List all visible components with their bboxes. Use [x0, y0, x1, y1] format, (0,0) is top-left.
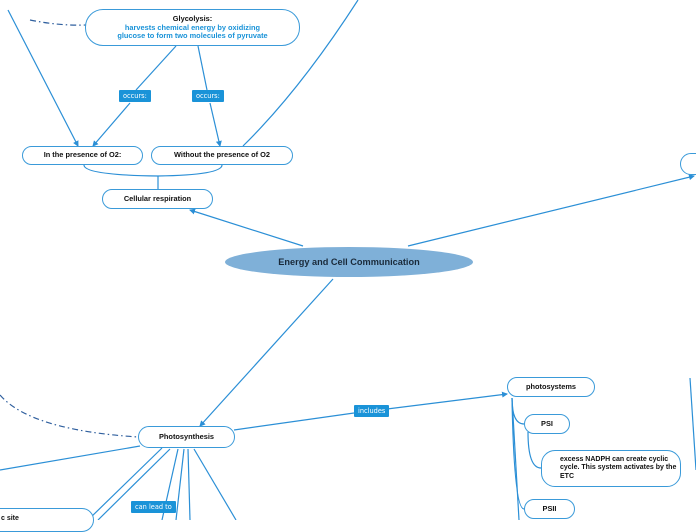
glycolysis-description: harvests chemical energy by oxidizing gl…: [117, 22, 268, 41]
connector-occurs-2-without-o2: [209, 102, 222, 147]
connector-photosynthesis-fan-2: [97, 448, 171, 520]
connector-photosynthesis-includes: [233, 412, 355, 431]
dashed-connector-photosynthesis: [0, 394, 139, 438]
nadph-note-node[interactable]: excess NADPH can create cyclic cycle. Th…: [541, 450, 681, 487]
glycolysis-node[interactable]: Glycolysis: harvests chemical energy by …: [85, 9, 300, 46]
connector-photosynthesis-fan-5: [187, 448, 191, 520]
connector-offscreen-to-with-o2: [7, 9, 79, 147]
connector-central-cellular-respiration: [189, 208, 304, 247]
with-o2-node[interactable]: In the presence of O2:: [22, 146, 143, 165]
connector-occurs-1-with-o2: [92, 102, 131, 147]
connector-photosystems-psii: [511, 397, 525, 510]
connector-without-o2-offscreen: [242, 0, 359, 147]
psii-node[interactable]: PSII: [524, 499, 575, 519]
left-partial-label: c site: [1, 515, 19, 522]
connector-photosystems-down: [511, 397, 520, 520]
psi-node[interactable]: PSI: [524, 414, 570, 434]
connector-photosynthesis-fan-6: [193, 448, 237, 520]
central-topic[interactable]: Energy and Cell Communication: [225, 247, 473, 277]
connector-glycolysis-occurs-1: [135, 45, 177, 91]
connector-photosynthesis-fan-4: [175, 448, 185, 520]
connector-glycolysis-occurs-2: [197, 45, 208, 91]
connector-central-photosynthesis: [199, 278, 334, 427]
connector-with-o2-join: [83, 164, 159, 177]
connector-photosynthesis-fan-1: [87, 447, 163, 520]
glycolysis-title: Glycolysis:: [172, 14, 213, 23]
cellular-respiration-node[interactable]: Cellular respiration: [102, 189, 213, 209]
photosystems-node[interactable]: photosystems: [507, 377, 595, 397]
without-o2-node[interactable]: Without the presence of O2: [151, 146, 293, 165]
photosynthesis-node[interactable]: Photosynthesis: [138, 426, 235, 448]
occurs-tag-1[interactable]: occurs:: [119, 90, 151, 102]
can-lead-to-tag[interactable]: can lead to: [131, 501, 176, 513]
left-partial-node[interactable]: c site: [0, 508, 94, 532]
connector-layer: [0, 0, 696, 520]
connector-photosynthesis-left: [0, 445, 141, 471]
connector-includes-photosystems: [386, 391, 508, 410]
connector-psi-nadph: [527, 431, 542, 469]
connector-central-right-node: [407, 174, 695, 247]
occurs-tag-2[interactable]: occurs:: [192, 90, 224, 102]
connector-without-o2-join: [157, 164, 223, 177]
right-edge-node[interactable]: [680, 153, 696, 175]
includes-tag[interactable]: includes: [354, 405, 390, 417]
dashed-connector-glycolysis: [29, 19, 87, 26]
connector-right-edge: [689, 377, 696, 471]
